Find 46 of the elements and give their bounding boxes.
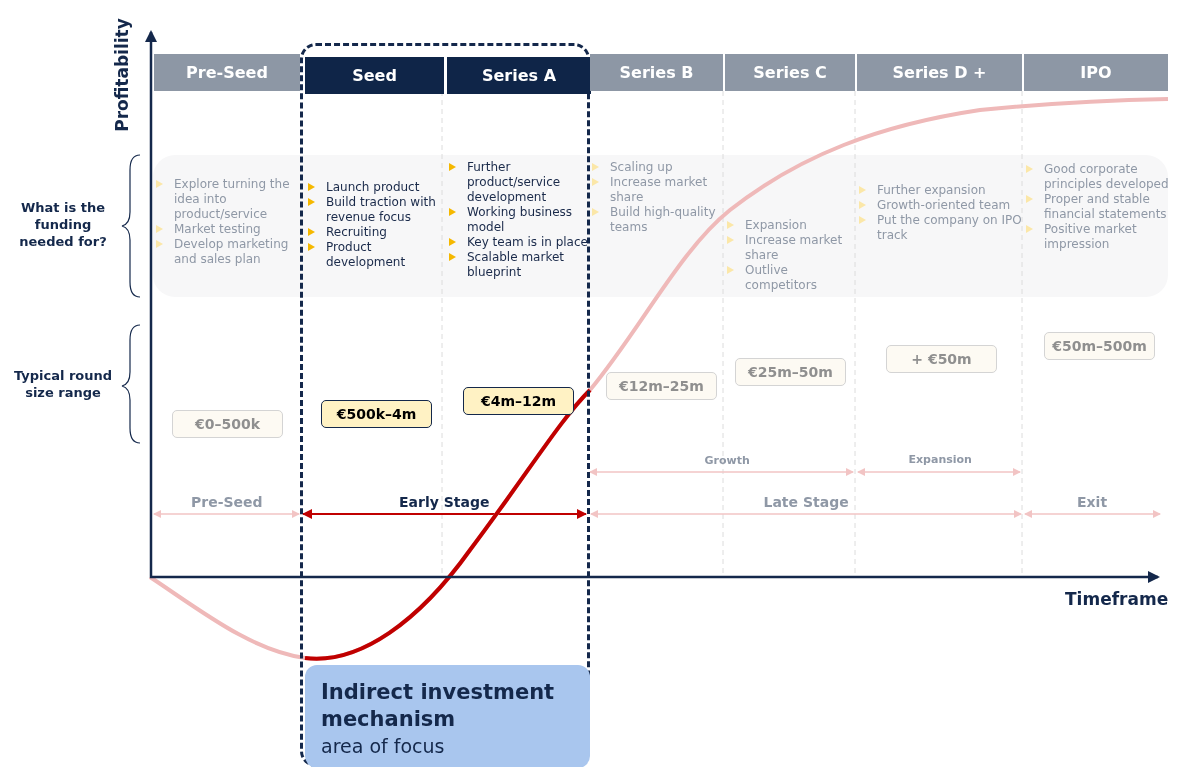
axis-title: Profitability — [111, 18, 132, 132]
bullet-item: Good corporate principles developed — [1024, 162, 1171, 192]
focus-frame — [300, 43, 590, 767]
round-size-box: €4m–12m — [463, 387, 574, 415]
bullet-item: Launch product — [306, 180, 448, 195]
round-size-box: + €50m — [886, 345, 997, 373]
bullet-item: Build traction with revenue focus — [306, 195, 448, 225]
stage-header: IPO — [1024, 54, 1168, 91]
stage-header: Pre-Seed — [154, 54, 300, 91]
bullet-item: Outlive competitors — [725, 263, 858, 293]
stage-label: Late Stage — [763, 494, 849, 510]
focus-area-box — [305, 665, 590, 767]
bullet-item: Recruiting — [306, 225, 448, 240]
phase-label: Expansion — [908, 453, 972, 466]
bullet-item: Key team is in place — [447, 235, 594, 250]
stage-label: Pre-Seed — [191, 494, 263, 510]
row-label: What is the funding needed for? — [18, 199, 108, 250]
bullet-item: Scalable market blueprint — [447, 250, 594, 280]
stage-header: Series A — [447, 57, 591, 94]
focus-subtitle: area of focus — [321, 734, 446, 759]
round-size-box: €0–500k — [172, 410, 283, 438]
bullet-item: Positive market impression — [1024, 222, 1171, 252]
bullet-item: Growth-oriented team — [857, 198, 1025, 213]
stage-header: Series B — [590, 54, 723, 91]
round-size-box: €12m–25m — [606, 372, 717, 400]
stage-label: Exit — [1077, 494, 1108, 510]
phase-label: Growth — [704, 454, 750, 467]
axis-title: Timeframe — [1065, 589, 1169, 609]
bullet-item: Further expansion — [857, 183, 1025, 198]
bullet-item: Product development — [306, 240, 448, 270]
round-size-box: €25m–50m — [735, 358, 846, 386]
stage-label: Early Stage — [399, 494, 490, 510]
stage-header: Series D + — [857, 54, 1022, 91]
round-size-box: €500k–4m — [321, 400, 432, 428]
stage-header: Seed — [305, 57, 444, 94]
round-size-box: €50m–500m — [1044, 332, 1155, 360]
row-label: Typical round size range — [12, 367, 114, 401]
bullet-item: Proper and stable financial statements — [1024, 192, 1171, 222]
focus-heading: Indirect investment mechanism — [321, 679, 556, 733]
bullet-item: Expansion — [725, 218, 858, 233]
bullet-item: Put the company on IPO track — [857, 213, 1025, 243]
bullet-item: Increase market share — [725, 233, 858, 263]
stage-header: Series C — [725, 54, 855, 91]
bullet-item: Explore turning the idea into product/service — [154, 177, 303, 222]
bullet-item: Market testing — [154, 222, 303, 237]
bullet-item: Develop marketing and sales plan — [154, 237, 303, 267]
